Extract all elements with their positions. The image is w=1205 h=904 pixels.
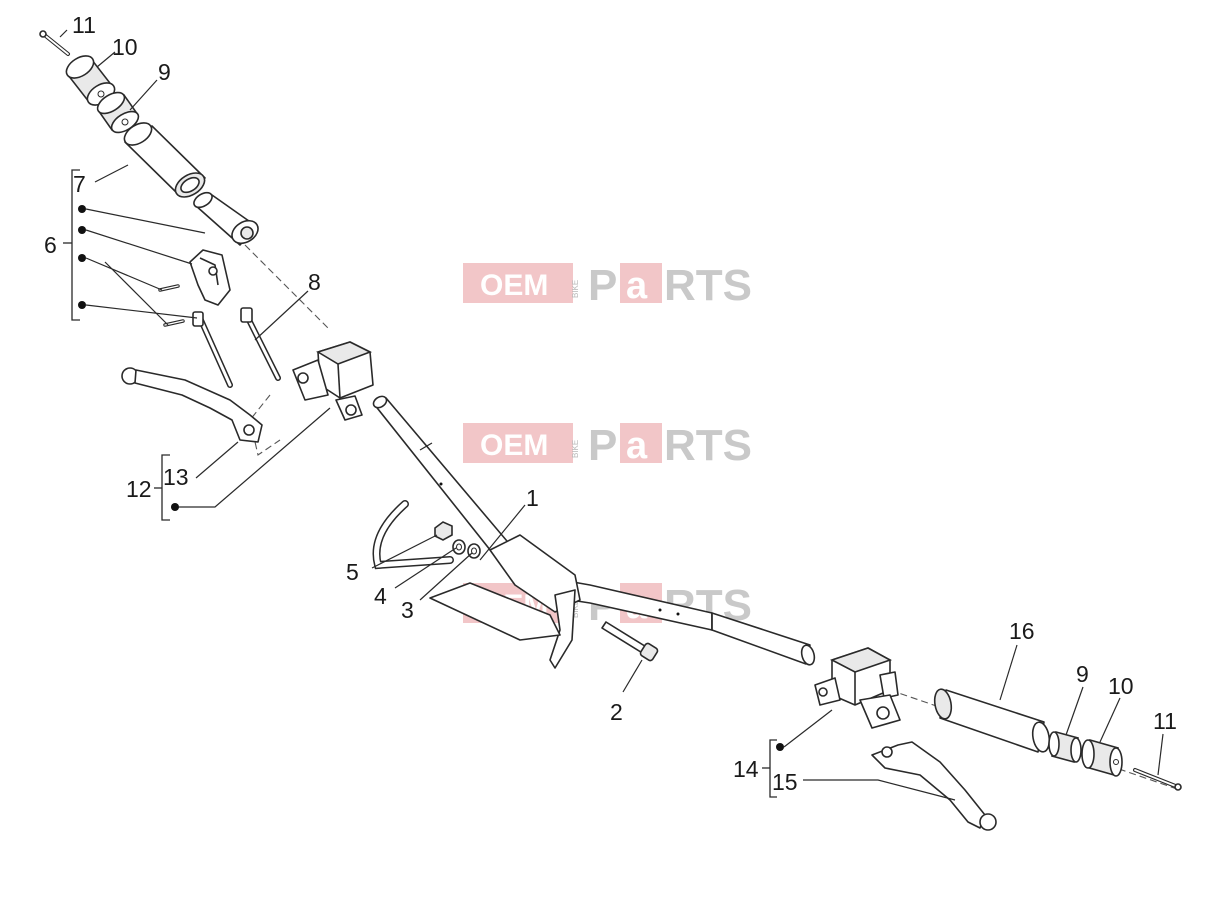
screw-11-left [39, 30, 70, 56]
watermark-p: P [588, 421, 617, 470]
spacer-9-right [1048, 730, 1082, 764]
leader-lines [59, 29, 1164, 801]
callout-10-right: 10 [1108, 673, 1134, 699]
screw-11-right [1133, 768, 1182, 791]
bracket-14 [762, 739, 777, 798]
callout-15: 15 [772, 769, 798, 795]
left-assembly-axis [244, 244, 331, 331]
callout-14: 14 [733, 756, 759, 782]
watermark-rts: RTS [664, 261, 752, 310]
watermark-p: P [588, 261, 617, 310]
cable-8 [240, 307, 281, 381]
callout-9-right: 9 [1076, 661, 1089, 687]
watermark-oem-box [463, 263, 573, 303]
right-assembly-axis [889, 689, 1181, 791]
callout-3: 3 [401, 597, 414, 623]
callout-16: 16 [1009, 618, 1035, 644]
bullet-dot [78, 226, 86, 234]
callout-10-left: 10 [112, 34, 138, 60]
throttle-tube [193, 191, 259, 246]
housing-screw-upper [158, 284, 180, 292]
watermark-a: a [626, 425, 648, 467]
bracket-6 [63, 169, 80, 321]
grip-16 [933, 688, 1051, 753]
watermark-1: OEM BIKE P a RTS [463, 261, 752, 310]
callout-8: 8 [308, 269, 321, 295]
callout-5: 5 [346, 559, 359, 585]
callout-2: 2 [610, 699, 623, 725]
bullet-dot [78, 254, 86, 262]
callout-9-left: 9 [158, 59, 171, 85]
watermark-bike: BIKE [571, 600, 580, 618]
watermark-oem: OEM [480, 429, 548, 462]
callout-1: 1 [526, 485, 539, 511]
watermark-oem: OEM [480, 269, 548, 302]
watermark-bike: BIKE [571, 280, 580, 298]
handlebar-1 [372, 395, 816, 669]
bullet-dot [78, 301, 86, 309]
left-master-cylinder [292, 341, 374, 421]
watermark-bike: BIKE [571, 440, 580, 458]
throttle-housing [189, 249, 231, 306]
callout-12: 12 [126, 476, 152, 502]
bar-end-10-right [1081, 738, 1123, 777]
watermark-rts: RTS [664, 421, 752, 470]
bullet-dot [78, 205, 86, 213]
callout-6: 6 [44, 232, 57, 258]
watermark-2: OEM BIKE P a RTS [463, 421, 752, 470]
callout-4: 4 [374, 583, 387, 609]
callout-11-right: 11 [1153, 708, 1177, 734]
grip-7-left [123, 122, 206, 198]
washer-4 [452, 539, 466, 555]
watermark-a: a [626, 265, 648, 307]
brake-lever-13 [121, 367, 263, 443]
callout-11-left: 11 [72, 12, 96, 38]
brake-lever-15 [871, 741, 997, 831]
watermark-a-box [620, 263, 662, 303]
throttle-cable [192, 311, 233, 388]
bolt-2 [601, 621, 659, 662]
callout-13: 13 [163, 464, 189, 490]
bullet-dot [776, 743, 784, 751]
right-master-cylinder [814, 647, 901, 729]
callout-7: 7 [73, 171, 86, 197]
watermark-a-box [620, 423, 662, 463]
bracket-12 [154, 454, 170, 521]
bullet-dot [171, 503, 179, 511]
watermark-oem-box [463, 423, 573, 463]
washer-3 [467, 543, 481, 559]
nut-5 [434, 521, 453, 541]
